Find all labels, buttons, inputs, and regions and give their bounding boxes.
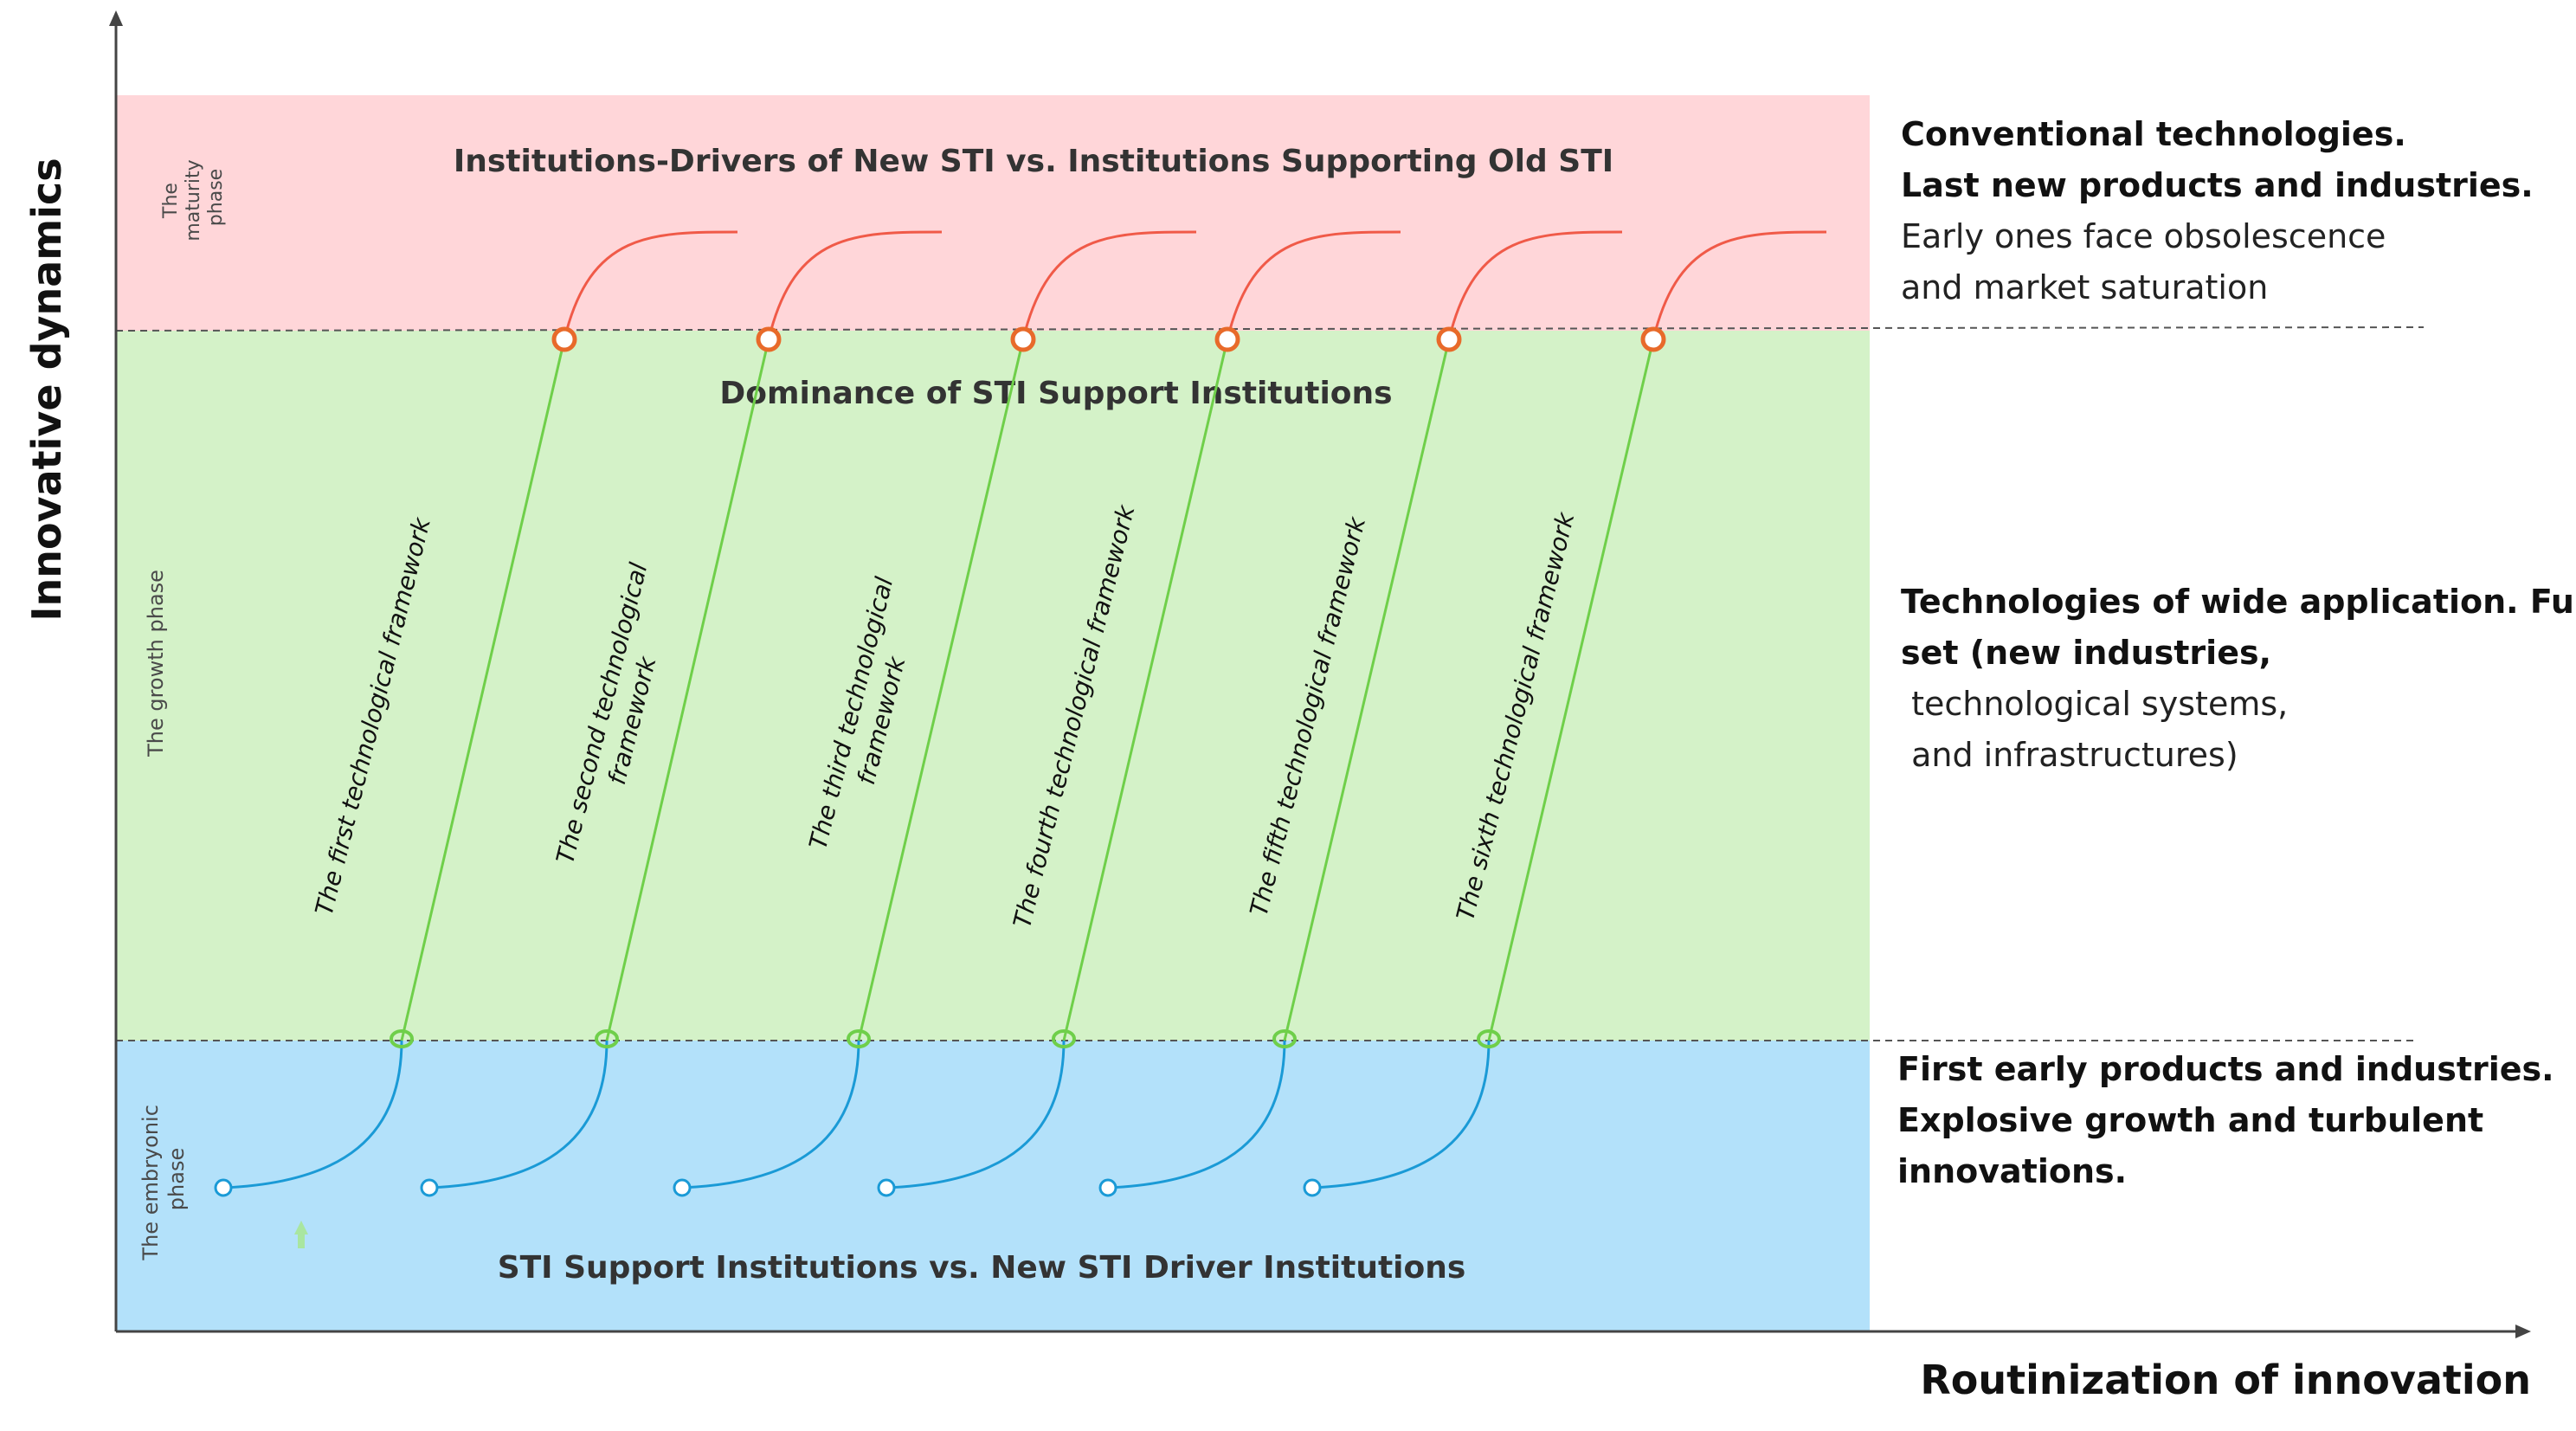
maturity-start-marker <box>756 326 782 352</box>
growth-start-marker <box>595 1029 619 1048</box>
embryonic-band-title: STI Support Institutions vs. New STI Dri… <box>498 1250 1466 1286</box>
embryonic-curve <box>681 1040 860 1189</box>
maturity-phase-label-line: The <box>160 183 182 219</box>
embryonic-start-marker <box>673 1178 692 1197</box>
growth-line <box>857 338 1025 1041</box>
maturity-phase-label-line: maturity <box>183 159 204 241</box>
small-arrow-icon <box>294 1221 308 1248</box>
note-line: technological systems, <box>1901 685 2288 723</box>
maturity-curve <box>767 230 943 340</box>
growth-line <box>1062 338 1229 1041</box>
growth-start-marker <box>390 1029 414 1048</box>
embryonic-start-marker <box>420 1178 439 1197</box>
note-line: Last new products and industries. <box>1901 166 2534 204</box>
note-line: and market saturation <box>1901 268 2268 306</box>
embryonic-phase-band <box>116 1041 1870 1331</box>
note-line: First early products and industries. <box>1897 1050 2554 1088</box>
maturity-curve <box>1447 230 1623 340</box>
y-axis-title: Innovative dynamics <box>23 158 70 621</box>
maturity-start-marker <box>1214 326 1240 352</box>
growth-band-title: Dominance of STI Support Institutions <box>719 376 1392 411</box>
note-line: Early ones face obsolescence <box>1901 217 2386 255</box>
maturity-phase-band <box>116 95 1870 331</box>
x-axis-title: Routinization of innovation <box>1920 1357 2531 1403</box>
note-line: and infrastructures) <box>1901 736 2238 774</box>
growth-phase-band <box>116 331 1870 1041</box>
maturity-note: Conventional technologies. Last new produ… <box>1901 115 2534 306</box>
embryonic-start-marker <box>1303 1178 1322 1197</box>
y-axis-arrow <box>109 10 123 26</box>
growth-start-marker <box>1272 1029 1297 1048</box>
growth-line <box>400 338 566 1041</box>
embryonic-start-marker <box>214 1178 233 1197</box>
growth-start-marker <box>1477 1029 1501 1048</box>
embryonic-curve <box>1107 1040 1286 1189</box>
maturity-curve <box>1021 230 1197 340</box>
growth-line <box>1487 338 1655 1041</box>
maturity-phase-label: The maturity phase <box>160 153 227 241</box>
growth-start-marker <box>1052 1029 1076 1048</box>
note-line: Explosive growth and turbulent <box>1897 1101 2483 1139</box>
embryonic-phase-label: The embryonic phase <box>138 1098 189 1260</box>
growth-start-marker <box>847 1029 871 1048</box>
embryonic-curve <box>886 1040 1066 1189</box>
note-line: Technologies of wide application. Full <box>1901 583 2576 621</box>
maturity-phase-label-line: phase <box>205 169 227 226</box>
growth-phase-label: The growth phase <box>144 570 168 757</box>
note-line: Conventional technologies. <box>1901 115 2406 153</box>
maturity-band-title: Institutions-Drivers of New STI vs. Inst… <box>454 144 1613 179</box>
maturity-start-marker <box>1640 326 1666 352</box>
embryonic-start-marker <box>877 1178 896 1197</box>
maturity-start-marker <box>1010 326 1036 352</box>
embryonic-phase-label-line: phase <box>164 1148 189 1210</box>
maturity-curve <box>1226 230 1401 340</box>
embryonic-note: First early products and industries. Expl… <box>1897 1050 2554 1190</box>
embryonic-curve <box>428 1040 609 1189</box>
maturity-growth-boundary <box>115 326 2425 332</box>
x-axis-arrow <box>2515 1325 2531 1338</box>
embryonic-phase-label-line: The embryonic <box>138 1105 163 1260</box>
maturity-start-marker <box>551 326 577 352</box>
note-line: set (new industries, <box>1901 634 2271 672</box>
embryonic-curve <box>222 1040 403 1189</box>
embryonic-curve <box>1311 1040 1491 1189</box>
maturity-curve <box>563 230 738 340</box>
note-line: innovations. <box>1897 1152 2127 1190</box>
growth-line <box>605 338 770 1041</box>
embryonic-start-marker <box>1098 1178 1117 1197</box>
maturity-curve <box>1652 230 1827 340</box>
growth-line <box>1283 338 1451 1041</box>
maturity-start-marker <box>1436 326 1462 352</box>
growth-note: Technologies of wide application. Full se… <box>1901 583 2576 774</box>
